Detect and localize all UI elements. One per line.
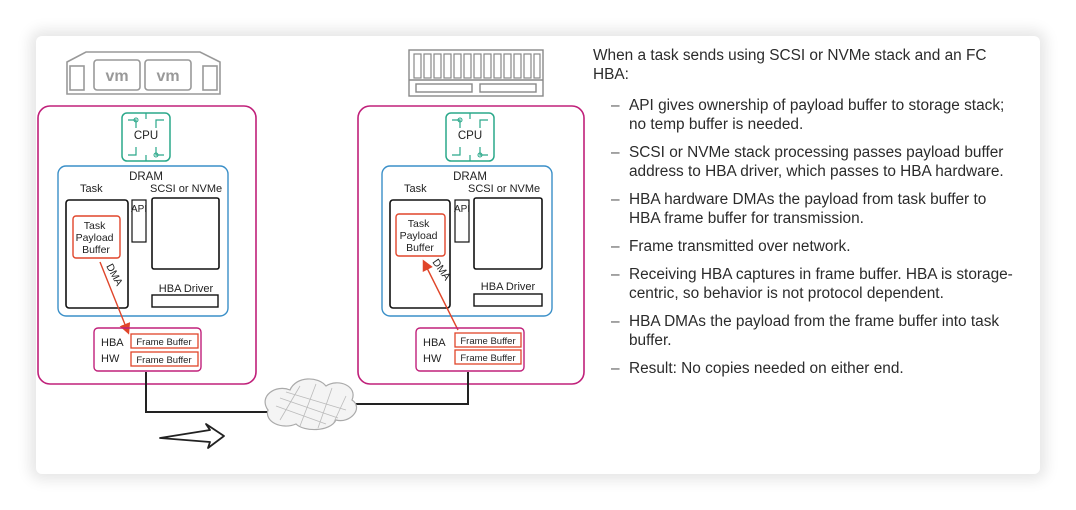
vm-label: vm bbox=[156, 68, 179, 85]
hba-box bbox=[93, 327, 202, 372]
dram-box bbox=[57, 165, 229, 317]
hba-driver-box bbox=[151, 294, 219, 308]
frame-buffer-label: Frame Buffer bbox=[136, 337, 191, 348]
dma-arrow bbox=[422, 259, 459, 331]
bullet-item: –Receiving HBA captures in frame buffer.… bbox=[611, 266, 1013, 302]
payload-buffer-label: Task Payload Buffer bbox=[400, 218, 441, 254]
task-box bbox=[389, 199, 451, 309]
task-box bbox=[65, 199, 129, 309]
bullet-item: –HBA hardware DMAs the payload from task… bbox=[611, 191, 987, 227]
payload-buffer-label: Task Payload Buffer bbox=[76, 220, 117, 256]
hba-driver-label: HBA Driver bbox=[481, 281, 536, 293]
intro-text: When a task sends using SCSI or NVMe sta… bbox=[593, 47, 987, 83]
cpu-chip-icon bbox=[121, 112, 171, 162]
task-label: Task bbox=[80, 183, 103, 195]
api-box bbox=[131, 199, 147, 243]
bullet-item: –SCSI or NVMe stack processing passes pa… bbox=[611, 144, 1004, 180]
hba-driver-label: HBA Driver bbox=[159, 283, 214, 295]
stack-box bbox=[473, 197, 543, 270]
bullet-item: –API gives ownership of payload buffer t… bbox=[611, 97, 1005, 133]
bullet-item: –Frame transmitted over network. bbox=[611, 238, 851, 255]
server-vm-icon: vm vm bbox=[66, 51, 221, 95]
bullet-list: –API gives ownership of payload buffer t… bbox=[593, 96, 1018, 378]
bullet-item: –Result: No copies needed on either end. bbox=[611, 360, 904, 377]
dram-label: DRAM bbox=[129, 171, 163, 183]
dram-label: DRAM bbox=[453, 171, 487, 183]
network-cloud-icon bbox=[264, 378, 358, 431]
frame-buffer bbox=[130, 351, 199, 367]
dma-arrow bbox=[99, 261, 131, 335]
cpu-label: CPU bbox=[458, 130, 482, 142]
frame-buffer bbox=[130, 333, 199, 349]
dma-label: DMA bbox=[103, 262, 125, 288]
task-label: Task bbox=[404, 183, 427, 195]
frame-buffer-label: Frame Buffer bbox=[460, 336, 515, 347]
right-host-box bbox=[357, 105, 585, 385]
slide-card bbox=[36, 36, 1040, 474]
stack-label: SCSI or NVMe bbox=[468, 183, 540, 195]
direction-arrow-icon bbox=[159, 423, 225, 449]
frame-buffer bbox=[454, 349, 522, 365]
hw-label: HW bbox=[101, 353, 120, 365]
bullet-item: –HBA DMAs the payload from the frame buf… bbox=[611, 313, 1000, 349]
network-link-left bbox=[145, 372, 272, 413]
cpu-chip-icon bbox=[445, 112, 495, 162]
hba-box bbox=[415, 327, 525, 372]
vm-label: vm bbox=[105, 68, 128, 85]
hba-label: HBA bbox=[423, 337, 446, 349]
hw-label: HW bbox=[423, 353, 442, 365]
hba-label: HBA bbox=[101, 337, 124, 349]
api-label: API bbox=[131, 204, 147, 215]
payload-buffer bbox=[72, 215, 121, 259]
stack-label: SCSI or NVMe bbox=[150, 183, 222, 195]
frame-buffer bbox=[454, 332, 522, 348]
cpu-label: CPU bbox=[134, 130, 158, 142]
payload-buffer bbox=[395, 213, 446, 257]
dram-box bbox=[381, 165, 553, 317]
storage-array-icon bbox=[408, 49, 544, 97]
api-box bbox=[454, 199, 470, 243]
explanation-panel: When a task sends using SCSI or NVMe sta… bbox=[593, 46, 1018, 387]
frame-buffer-label: Frame Buffer bbox=[136, 355, 191, 366]
frame-buffer-label: Frame Buffer bbox=[460, 353, 515, 364]
network-link-right bbox=[350, 372, 469, 405]
stack-box bbox=[151, 197, 220, 270]
hba-driver-box bbox=[473, 293, 543, 307]
api-label: API bbox=[454, 204, 470, 215]
